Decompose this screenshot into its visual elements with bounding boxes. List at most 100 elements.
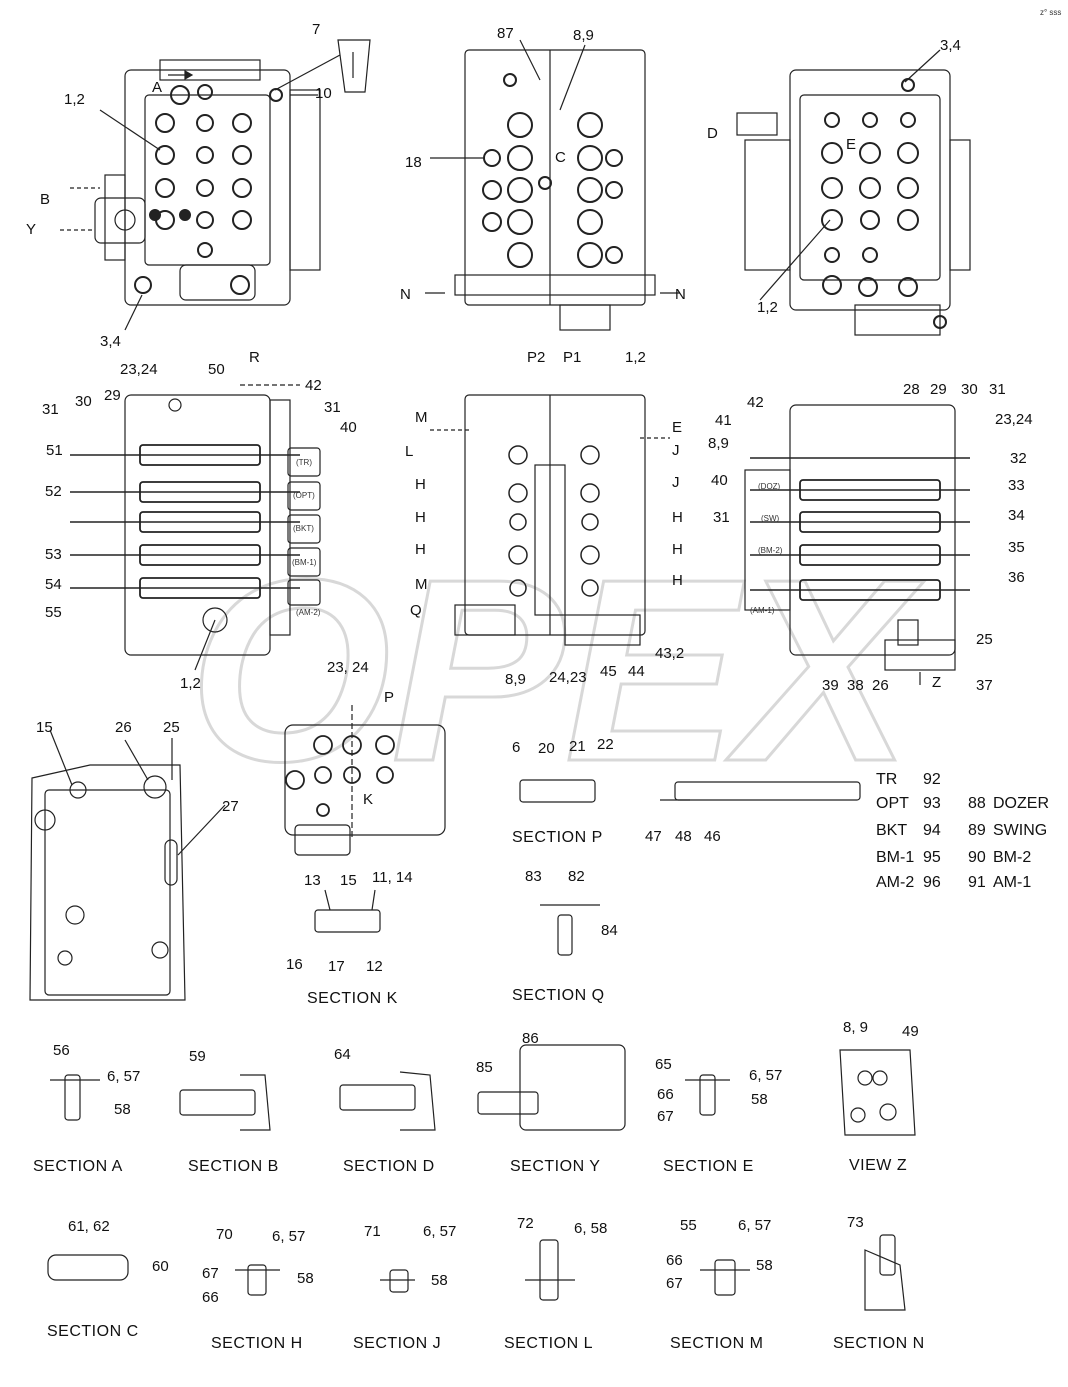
callout-12: 12: [366, 958, 383, 975]
callout-46: 46: [704, 828, 721, 845]
section-l-title: SECTION L: [504, 1335, 593, 1352]
callout-49: 49: [902, 1023, 919, 1040]
section-k-view: [284, 705, 446, 933]
callout-10: 10: [315, 85, 332, 102]
callout-22: 22: [597, 736, 614, 753]
callout-30: 30: [75, 393, 92, 410]
section-y-title: SECTION Y: [510, 1158, 601, 1175]
spool-tag-sw: (SW): [761, 514, 780, 523]
callout-41: 41: [715, 412, 732, 429]
callout-8-9: 8,9: [573, 27, 594, 44]
callout-6-57-a: 6, 57: [107, 1068, 141, 1085]
callout-1-2-sec: 1,2: [180, 675, 201, 692]
legend-opt-num: 93: [923, 795, 941, 812]
callout-h-6: H: [672, 572, 683, 589]
callout-h-1: H: [415, 476, 426, 493]
callout-18: 18: [405, 154, 422, 171]
view-z-title: VIEW Z: [849, 1157, 908, 1174]
section-c-view: [47, 1254, 129, 1281]
callout-6: 6: [512, 739, 521, 756]
callout-67-h: 67: [202, 1265, 219, 1282]
watermark-text: OPEX: [189, 560, 925, 816]
section-m-view: [700, 1259, 750, 1296]
legend-dozer: DOZER: [993, 795, 1049, 812]
callout-25-right: 25: [976, 631, 993, 648]
callout-h-5: H: [672, 541, 683, 558]
legend-bm1-num: 95: [923, 849, 941, 866]
valve-section-center: [430, 394, 670, 646]
section-d-view: [339, 1071, 436, 1131]
section-j-title: SECTION J: [353, 1335, 442, 1352]
valve-section-left: [70, 384, 321, 671]
section-l-view: [525, 1239, 575, 1301]
callout-m-top: M: [415, 409, 428, 426]
spool-tag-bkt: (BKT): [293, 524, 314, 533]
section-k-title: SECTION K: [307, 990, 398, 1007]
section-e-view: [685, 1074, 730, 1116]
section-d-title: SECTION D: [343, 1158, 435, 1175]
callout-56: 56: [53, 1042, 70, 1059]
callout-1-2-rear: 1,2: [757, 299, 778, 316]
callout-86: 86: [522, 1030, 539, 1047]
callout-64: 64: [334, 1046, 351, 1063]
section-p-title: SECTION P: [512, 829, 603, 846]
callout-e: E: [846, 136, 857, 153]
spool-tag-bm2: (BM-2): [758, 546, 783, 555]
callout-32: 32: [1010, 450, 1027, 467]
callout-15: 15: [36, 719, 53, 736]
callout-35: 35: [1008, 539, 1025, 556]
callout-8-9-z: 8, 9: [843, 1019, 869, 1036]
callout-h-4: H: [672, 509, 683, 526]
callout-29: 29: [104, 387, 121, 404]
section-c-title: SECTION C: [47, 1323, 139, 1340]
section-n-view: [864, 1234, 906, 1311]
callout-53: 53: [45, 546, 62, 563]
legend-bm2-num: 90: [968, 849, 986, 866]
corner-mark: z° sss: [1040, 8, 1062, 17]
callout-66-h: 66: [202, 1289, 219, 1306]
callout-55-m: 55: [680, 1217, 697, 1234]
callout-6-57-m: 6, 57: [738, 1217, 772, 1234]
callout-73: 73: [847, 1214, 864, 1231]
callout-58-a: 58: [114, 1101, 131, 1118]
callout-67-e: 67: [657, 1108, 674, 1125]
callout-31-right-b: 31: [713, 509, 730, 526]
callout-71: 71: [364, 1223, 381, 1240]
callout-h-3: H: [415, 541, 426, 558]
callout-8-9-right: 8,9: [708, 435, 729, 452]
callout-82: 82: [568, 868, 585, 885]
section-h-view: [235, 1264, 280, 1296]
valve-view-front: [60, 39, 371, 331]
callout-50: 50: [208, 361, 225, 378]
callout-7: 7: [312, 21, 321, 38]
section-a-view: [50, 1074, 100, 1121]
legend-bm2: BM-2: [993, 849, 1032, 866]
callout-48: 48: [675, 828, 692, 845]
section-j-view: [380, 1269, 415, 1293]
legend-opt: OPT: [876, 795, 909, 812]
callout-66-m: 66: [666, 1252, 683, 1269]
legend-tr-num: 92: [923, 771, 941, 788]
section-b-title: SECTION B: [188, 1158, 279, 1175]
spool-tag-tr: (TR): [296, 458, 312, 467]
opex-watermark: OPEX: [187, 560, 926, 818]
legend-swing: SWING: [993, 822, 1048, 839]
callout-24-23: 24,23: [549, 669, 587, 686]
callout-42: 42: [305, 377, 322, 394]
spool-tag-doz: (DOZ): [758, 482, 781, 491]
callout-43-2: 43,2: [655, 645, 685, 662]
callout-31-right: 31: [989, 381, 1006, 398]
callout-31: 31: [42, 401, 59, 418]
callout-31b: 31: [324, 399, 341, 416]
callout-45: 45: [600, 663, 617, 680]
callout-8-9-center: 8,9: [505, 671, 526, 688]
section-h-title: SECTION H: [211, 1335, 303, 1352]
callout-58-e: 58: [751, 1091, 768, 1108]
callout-15-k: 15: [340, 872, 357, 889]
legend-bkt-num: 94: [923, 822, 941, 839]
callout-r: R: [249, 349, 260, 366]
callout-a: A: [152, 79, 163, 96]
callout-3-4: 3,4: [100, 333, 121, 350]
callout-38: 38: [847, 677, 864, 694]
callout-59: 59: [189, 1048, 206, 1065]
